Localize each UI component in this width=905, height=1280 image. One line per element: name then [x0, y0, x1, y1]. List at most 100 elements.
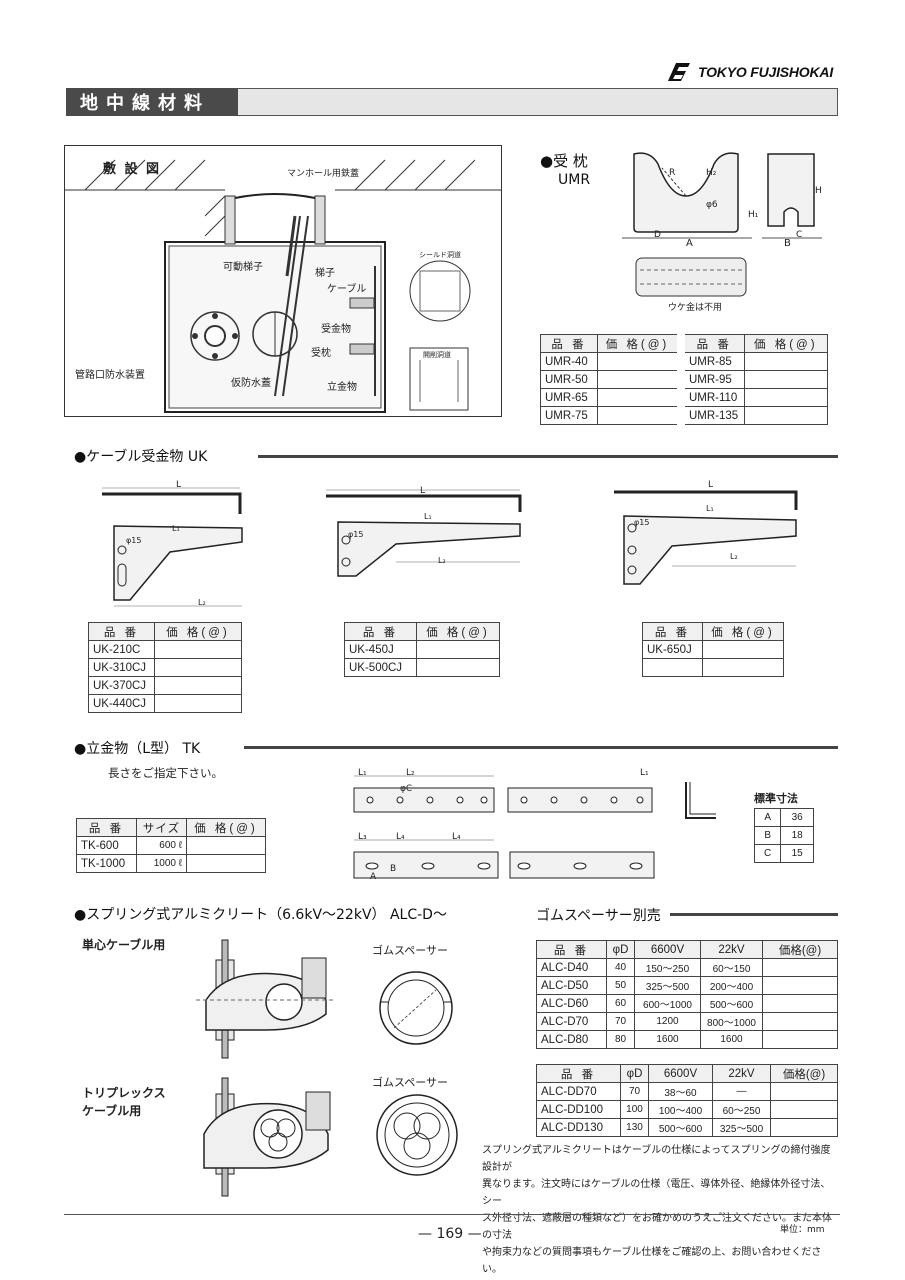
- alc1-header-22kv: 22kV: [700, 940, 763, 959]
- alc-drawing-triplex: [203, 1077, 331, 1197]
- table-row: UMR-65 UMR-110: [540, 388, 829, 407]
- uk-drawing-1: [102, 487, 243, 607]
- uk3-dim-l1: L₁: [706, 504, 714, 513]
- table-row: UK-440CJ: [88, 694, 242, 713]
- tk-header-size: サイズ: [136, 818, 187, 837]
- umr-drawing: [622, 152, 822, 297]
- alc-note-line-3: ス外径寸法、遮蔽層の種類など）をお確かめのうえご注文ください。また本体の寸法: [482, 1213, 832, 1241]
- alc2-header-22kv: 22kV: [712, 1064, 771, 1083]
- uk2-header-price: 価 格(@): [416, 622, 500, 641]
- uk-table-2: 品 番 価 格(@) UK-450J UK-500CJ: [344, 622, 500, 677]
- tk-dim-l1-b: L₁: [640, 768, 649, 778]
- alc-single-label: 単心ケーブル用: [82, 938, 166, 952]
- alc-note-line-2: 異なります。注文時にはケーブルの仕様（電圧、導体外径、絶縁体外径寸法、シー: [482, 1179, 831, 1207]
- tk-header-price: 価 格(@): [186, 818, 266, 837]
- tk-dim-phic: φC: [400, 784, 413, 794]
- uk-title: ●ケーブル受金物 UK: [74, 449, 208, 465]
- alc-note-line-4: や拘束力などの質問事項もケーブル仕様をご確認の上、お問い合わせください。: [482, 1247, 822, 1275]
- unit-note: 単位：mm: [780, 1225, 825, 1235]
- uk-table-3: 品 番 価 格(@) UK-650J: [642, 622, 784, 677]
- alc-spacer-label-1: ゴムスペーサー: [372, 944, 449, 957]
- umr-title: ●受 枕: [540, 152, 588, 170]
- table-row: UK-310CJ: [88, 658, 242, 677]
- uk1-dim-l2: L₂: [198, 598, 206, 607]
- alc2-header-price: 価格(@): [770, 1064, 838, 1083]
- alc-title: ●スプリング式アルミクリート（6.6kV〜22kV） ALC-D〜: [74, 907, 447, 923]
- umr-dim-c: C: [796, 230, 803, 240]
- umr-cell: UMR-65: [540, 388, 598, 407]
- tk-dim-a: A: [370, 872, 377, 882]
- rubber-spacer-triplex-icon: [376, 1094, 458, 1176]
- tk-title: ●立金物（L型） TK: [74, 741, 201, 757]
- page-number: — 169 —: [418, 1226, 482, 1242]
- tk-dim-l3: L₃: [358, 832, 367, 842]
- logo-mark-icon: [668, 63, 690, 81]
- umr-dim-h2: H₂: [706, 168, 717, 178]
- footer-rule: [64, 1214, 840, 1215]
- tk-note: 長さをご指定下さい。: [108, 766, 223, 780]
- logo-text: TOKYO FUJISHOKAI: [698, 64, 834, 80]
- tk-dim-l2: L₂: [406, 768, 415, 778]
- label-manhole-cover: マンホール用鉄蓋: [287, 169, 360, 179]
- uk1-dim-l1: L₁: [172, 524, 180, 533]
- umr-header-price-2: 価 格(@): [743, 334, 829, 353]
- umr-cell: UMR-85: [676, 352, 745, 371]
- umr-dim-phi6: φ6: [706, 200, 718, 210]
- umr-cell: UMR-75: [540, 406, 598, 425]
- uk-drawing-2: [326, 489, 522, 577]
- tk-dim-l1-a: L₁: [358, 768, 367, 778]
- table-row: UMR-75 UMR-135: [540, 406, 829, 425]
- layout-drawing: [65, 159, 501, 413]
- umr-header-code-1: 品 番: [540, 334, 598, 353]
- company-logo: TOKYO FUJISHOKAI: [666, 60, 846, 84]
- uk1-dim-l: L: [176, 480, 182, 490]
- table-row: UK-210C: [88, 640, 242, 659]
- alc-rubber-sep: ゴムスペーサー別売: [536, 908, 661, 924]
- tk-std-title: 標準寸法: [754, 792, 798, 805]
- umr-header-code-2: 品 番: [676, 334, 745, 353]
- table-row: UMR-50 UMR-95: [540, 370, 829, 389]
- tk-dim-b: B: [390, 864, 397, 874]
- uk1-dim-phi15: φ15: [126, 536, 142, 545]
- label-movable-ladder: 可動梯子: [223, 262, 263, 273]
- label-receiver2: 立金物: [327, 382, 357, 393]
- uk3-header-price: 価 格(@): [702, 622, 784, 641]
- label-receiver1: 受金物: [321, 324, 351, 335]
- umr-dim-a: A: [686, 238, 693, 249]
- uk3-dim-l2: L₂: [730, 552, 738, 561]
- umr-dim-d: D: [654, 230, 661, 240]
- uk1-header-price: 価 格(@): [154, 622, 242, 641]
- tk-header-code: 品 番: [76, 818, 137, 837]
- label-ladder: 梯子: [315, 268, 335, 279]
- uk-rule: [258, 455, 838, 458]
- umr-cell: UMR-110: [676, 388, 745, 407]
- table-row: [642, 658, 784, 677]
- uk-table-1: 品 番 価 格(@) UK-210C UK-310CJ UK-370CJ UK-…: [88, 622, 242, 713]
- layout-title: 敷 設 図: [103, 162, 162, 177]
- uk3-dim-l: L: [708, 480, 714, 490]
- alc2-header-6600: 6600V: [648, 1064, 713, 1083]
- umr-cell: UMR-40: [540, 352, 598, 371]
- table-row: UK-650J: [642, 640, 784, 659]
- section-title: 地中線材料: [66, 88, 238, 116]
- uk3-dim-phi15: φ15: [634, 518, 650, 527]
- tk-drawing: [353, 775, 716, 879]
- uk-drawing-3: [614, 490, 798, 585]
- alc-triplex-label-2: ケーブル用: [82, 1104, 142, 1118]
- uk2-dim-phi15: φ15: [348, 530, 364, 539]
- umr-header-price-1: 価 格(@): [596, 334, 682, 353]
- uk1-header-code: 品 番: [88, 622, 155, 641]
- umr-dim-h: H: [815, 186, 822, 196]
- umr-dim-b: B: [784, 238, 791, 249]
- umr-dim-r: R: [669, 168, 676, 178]
- tk-dim-l4-b: L₄: [452, 832, 461, 842]
- umr-cell: UMR-135: [676, 406, 745, 425]
- label-open-tunnel: 開削洞道: [423, 351, 451, 359]
